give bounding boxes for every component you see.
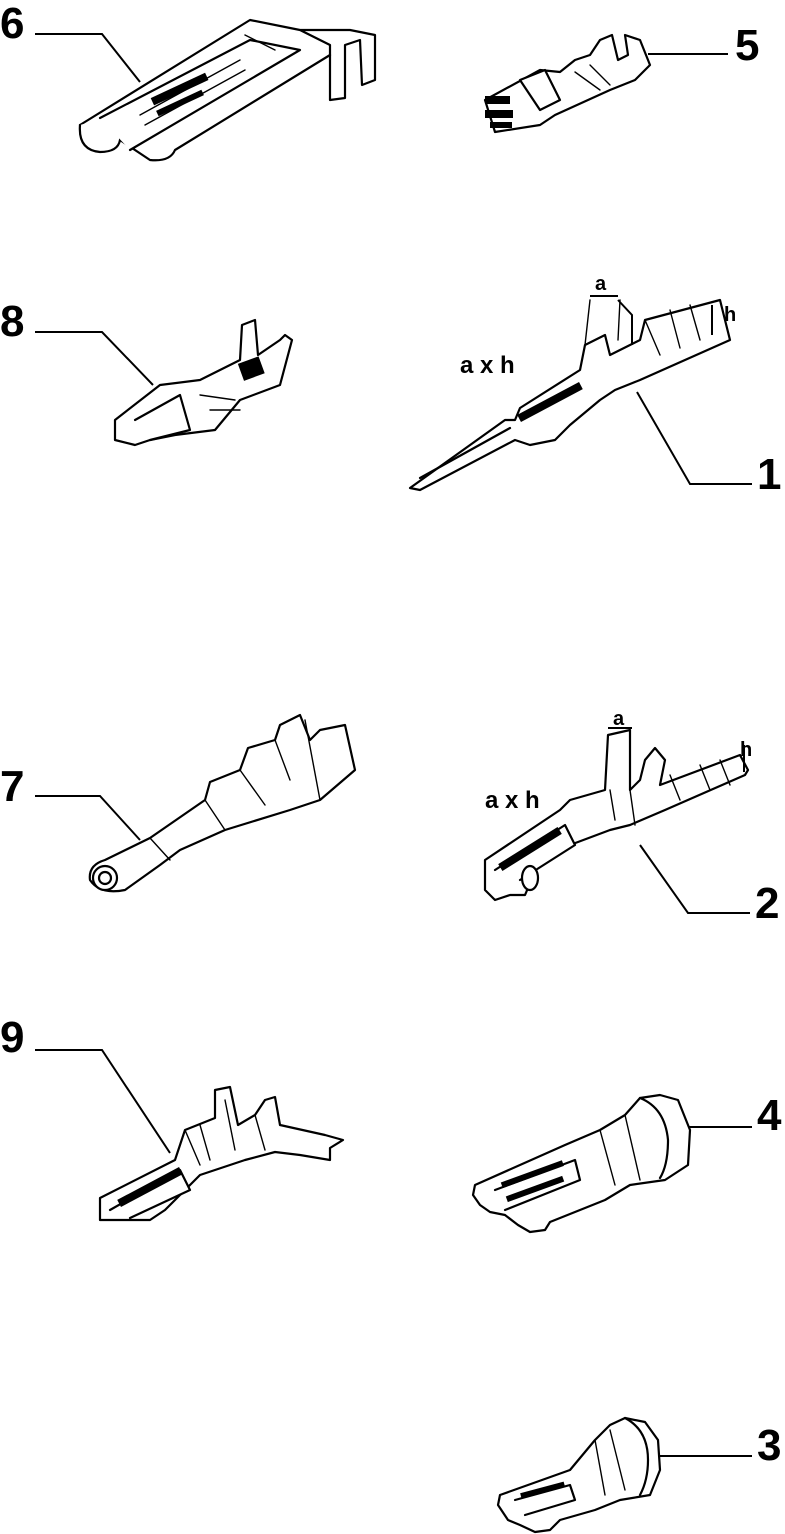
terminal-4 <box>471 1093 692 1234</box>
dimension-axh-2: a x h <box>485 787 540 814</box>
callout-number-9: 9 <box>0 1013 24 1062</box>
terminal-3 <box>496 1416 662 1534</box>
terminal-1: a x h a h <box>408 273 736 492</box>
callout-number-4: 4 <box>757 1091 782 1140</box>
dimension-a-2: a <box>613 708 625 730</box>
terminal-6 <box>78 18 377 162</box>
terminal-2: a x h a h <box>483 708 752 902</box>
callout-number-6: 6 <box>0 0 24 48</box>
terminal-5 <box>483 33 652 134</box>
dimension-h-2: h <box>740 739 752 761</box>
callout-1: 1 <box>636 391 781 499</box>
dimension-axh-1: a x h <box>460 352 515 379</box>
callout-8: 8 <box>0 297 154 386</box>
callout-5: 5 <box>648 21 759 70</box>
callout-number-2: 2 <box>755 879 779 928</box>
callout-number-8: 8 <box>0 297 24 346</box>
callout-number-1: 1 <box>757 450 781 499</box>
callout-4: 4 <box>688 1091 782 1140</box>
callout-number-7: 7 <box>0 762 24 811</box>
callout-number-3: 3 <box>757 1421 781 1470</box>
callout-9: 9 <box>0 1013 171 1154</box>
callout-number-5: 5 <box>735 21 759 70</box>
callout-6: 6 <box>0 0 141 83</box>
dimension-h-1: h <box>724 304 736 326</box>
terminal-7 <box>88 713 357 893</box>
callout-2: 2 <box>639 844 779 928</box>
callout-7: 7 <box>0 762 141 841</box>
callout-3: 3 <box>660 1421 781 1470</box>
terminal-9 <box>98 1085 345 1222</box>
terminal-8 <box>113 318 294 447</box>
dimension-a-1: a <box>595 273 607 295</box>
